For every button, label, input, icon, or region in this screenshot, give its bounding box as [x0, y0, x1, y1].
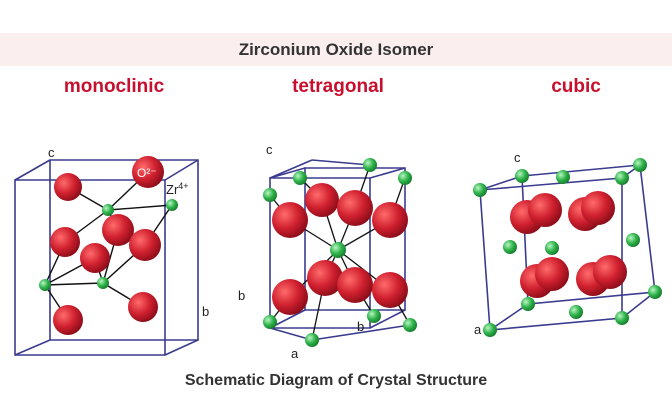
oxygen-atom — [535, 257, 569, 291]
zirconium-atom — [473, 183, 487, 197]
page-title: Zirconium Oxide Isomer — [238, 39, 434, 59]
oxygen-atom — [307, 260, 343, 296]
zirconium-atom — [626, 233, 640, 247]
zirconium-atom — [398, 171, 412, 185]
oxygen-atom — [372, 272, 408, 308]
monoclinic-oxygen-atoms — [50, 156, 164, 335]
cubic-axis-a: a — [474, 322, 482, 337]
figure-caption: Schematic Diagram of Crystal Structure — [184, 372, 488, 389]
cubic-axis-c: c — [514, 150, 521, 165]
zirconium-atom — [503, 240, 517, 254]
zirconium-atom — [363, 158, 377, 172]
zirconium-atom — [483, 323, 497, 337]
oxygen-atom — [337, 267, 373, 303]
oxygen-atom — [132, 156, 164, 188]
oxygen-atom — [528, 193, 562, 227]
zirconium-atom — [545, 241, 559, 255]
tetragonal-structure: c b b a — [238, 142, 417, 361]
oxygen-atom — [272, 279, 308, 315]
label-tetragonal: tetragonal — [292, 76, 384, 97]
oxygen-atom — [50, 227, 80, 257]
oxygen-atom — [305, 183, 339, 217]
cubic-zirconium-atoms — [473, 158, 662, 337]
zirconium-atom — [633, 158, 647, 172]
zirconium-atom — [97, 277, 109, 289]
oxygen-ion-label: O²⁻ — [137, 166, 157, 180]
zirconium-atom — [166, 199, 178, 211]
oxygen-atom — [54, 173, 82, 201]
monoclinic-zirconium-atoms — [39, 199, 178, 291]
zirconium-atom — [263, 315, 277, 329]
tetragonal-axis-b-left: b — [238, 288, 245, 303]
zirconium-atom — [648, 285, 662, 299]
oxygen-atom — [372, 202, 408, 238]
label-monoclinic: monoclinic — [63, 76, 165, 97]
monoclinic-structure: c b O²⁻ Zr4+ — [14, 145, 209, 356]
monoclinic-axis-b: b — [202, 304, 209, 319]
tetragonal-zirconium-atoms — [263, 158, 417, 347]
oxygen-atom — [337, 190, 373, 226]
zirconium-atom — [615, 311, 629, 325]
oxygen-atom — [80, 243, 110, 273]
oxygen-atom — [53, 305, 83, 335]
zirconium-atom — [367, 309, 381, 323]
oxygen-atom — [593, 255, 627, 289]
zirconium-atom — [305, 333, 319, 347]
zirconium-atom — [515, 169, 529, 183]
tetragonal-axis-b-inner: b — [357, 319, 364, 334]
tetragonal-axis-a: a — [291, 346, 299, 361]
zirconium-ion-label: Zr4+ — [166, 181, 189, 197]
title-banner: Zirconium Oxide Isomer — [0, 33, 672, 66]
tetragonal-axis-c: c — [266, 142, 273, 157]
oxygen-atom — [128, 292, 158, 322]
tetragonal-oxygen-atoms — [272, 183, 408, 315]
zirconium-atom — [330, 242, 346, 258]
zirconium-atom — [263, 188, 277, 202]
zirconium-atom — [293, 171, 307, 185]
zirconium-atom — [521, 297, 535, 311]
zirconium-atom — [39, 279, 51, 291]
cubic-structure: c a — [473, 150, 662, 337]
zirconium-atom — [403, 318, 417, 332]
oxygen-atom — [129, 229, 161, 261]
zirconium-atom — [102, 204, 114, 216]
zirconium-atom — [615, 171, 629, 185]
oxygen-atom — [581, 191, 615, 225]
zirconium-atom — [569, 305, 583, 319]
oxygen-atom — [102, 214, 134, 246]
cubic-oxygen-atoms — [510, 191, 627, 298]
zirconium-atom — [556, 170, 570, 184]
label-cubic: cubic — [551, 76, 601, 97]
oxygen-atom — [272, 202, 308, 238]
monoclinic-axis-c: c — [48, 145, 55, 160]
